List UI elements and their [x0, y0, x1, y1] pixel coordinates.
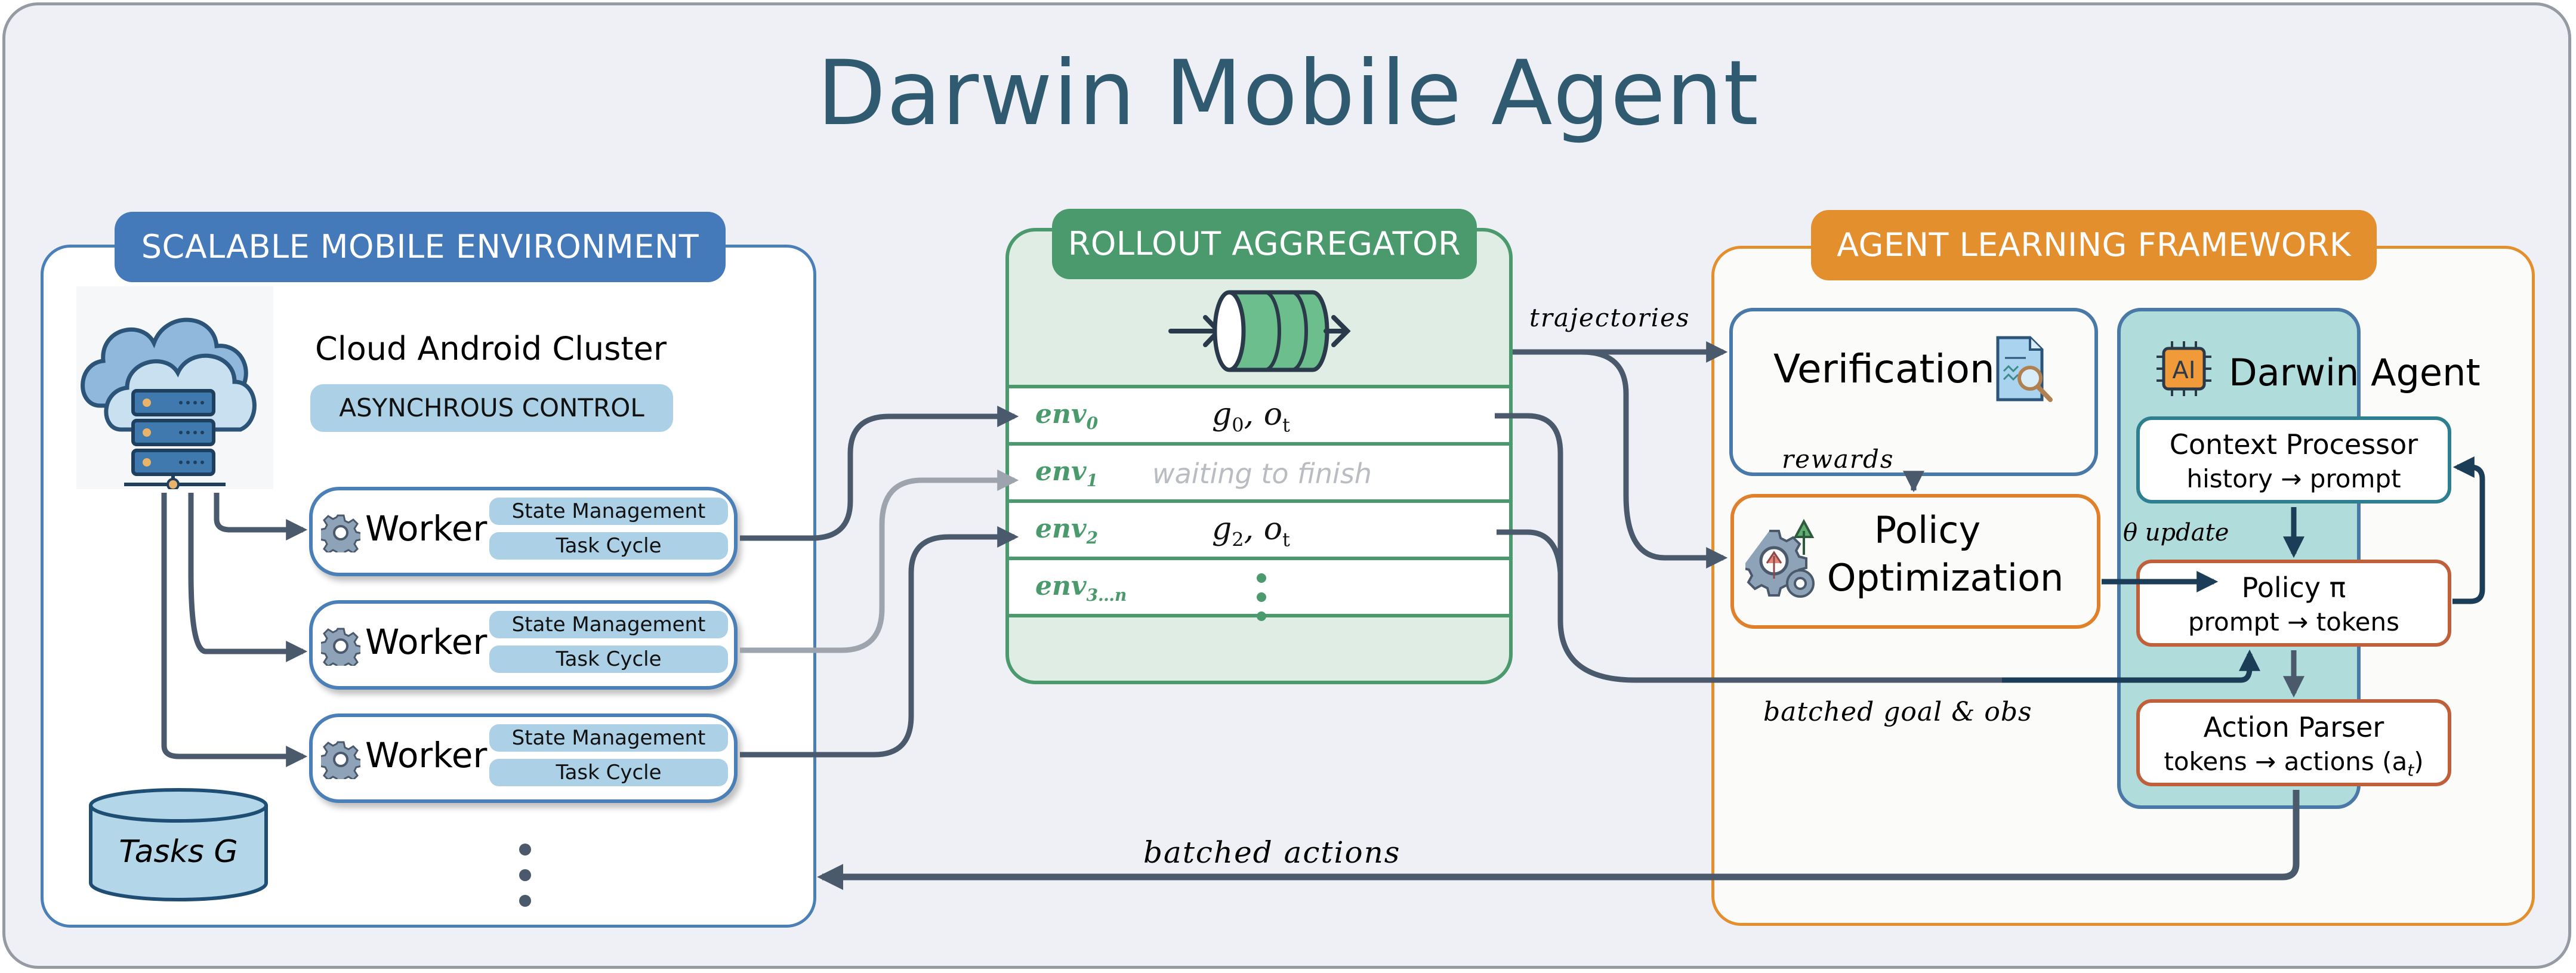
- more-workers-ellipsis-icon: [519, 844, 531, 907]
- policy-optimization-label: Policy: [1874, 508, 1981, 552]
- env-row[interactable]: env2 g2, ot: [1009, 499, 1509, 557]
- env-row[interactable]: env0 g0, ot: [1009, 385, 1509, 442]
- batched-goal-obs-label: batched goal & obs: [1763, 697, 2032, 727]
- asynchronous-control-pill: ASYNCHROUS CONTROL: [310, 384, 673, 432]
- context-processor-title: Context Processor: [2169, 428, 2418, 461]
- state-management-tag: State Management: [489, 498, 728, 525]
- task-cycle-tag: Task Cycle: [489, 759, 728, 786]
- batched-actions-label: batched actions: [1143, 835, 1401, 870]
- policy-title: Policy π: [2241, 572, 2346, 604]
- policy-detail: prompt → tokens: [2188, 607, 2399, 637]
- worker-label: Worker: [365, 508, 488, 549]
- context-processor-box[interactable]: Context Processor history → prompt: [2136, 416, 2451, 504]
- task-cycle-tag: Task Cycle: [489, 532, 728, 560]
- action-parser-title: Action Parser: [2203, 711, 2384, 743]
- trajectories-label: trajectories: [1529, 303, 1690, 332]
- env-goal-obs: g2, ot: [1212, 511, 1290, 551]
- state-management-tag: State Management: [489, 611, 728, 638]
- policy-optimization-label: Optimization: [1827, 556, 2064, 600]
- verification-label: Verification: [1773, 346, 1995, 392]
- learning-framework-badge: AGENT LEARNING FRAMEWORK: [1811, 210, 2377, 280]
- gears-up-arrows-icon: [1745, 518, 1815, 598]
- gear-icon: [321, 514, 360, 552]
- worker-node[interactable]: Worker State Management Task Cycle: [309, 600, 738, 690]
- state-management-tag: State Management: [489, 724, 728, 752]
- svg-text:AI: AI: [2172, 357, 2195, 384]
- cloud-server-icon: [76, 286, 273, 491]
- ai-chip-icon: AI: [2157, 341, 2211, 396]
- aggregator-badge: ROLLOUT AGGREGATOR: [1052, 209, 1477, 279]
- env-name: env0: [1035, 399, 1099, 433]
- environment-badge: SCALABLE MOBILE ENVIRONMENT: [115, 212, 726, 282]
- theta-update-label: θ update: [2123, 519, 2229, 546]
- env-name: env1: [1035, 456, 1099, 490]
- more-envs-ellipsis-icon: [1257, 573, 1266, 621]
- task-cycle-tag: Task Cycle: [489, 645, 728, 673]
- gear-icon: [321, 741, 360, 779]
- rewards-label: rewards: [1782, 444, 1895, 474]
- document-search-icon: [1996, 336, 2053, 402]
- gear-icon: [321, 628, 360, 666]
- env-row[interactable]: env1 waiting to finish: [1009, 442, 1509, 499]
- env-goal-obs: g0, ot: [1212, 397, 1290, 437]
- env-row[interactable]: env3…n: [1009, 557, 1509, 614]
- cluster-title: Cloud Android Cluster: [315, 330, 667, 367]
- context-processor-detail: history → prompt: [2186, 464, 2401, 493]
- policy-box[interactable]: Policy π prompt → tokens: [2136, 560, 2451, 647]
- darwin-agent-title: Darwin Agent: [2229, 351, 2481, 394]
- tasks-database-label: Tasks G: [119, 834, 238, 870]
- env-name: env3…n: [1035, 571, 1127, 605]
- worker-label: Worker: [365, 622, 488, 662]
- env-name: env2: [1035, 514, 1099, 548]
- action-parser-box[interactable]: Action Parser tokens → actions (at): [2136, 699, 2451, 786]
- worker-label: Worker: [365, 735, 488, 776]
- diagram-title: Darwin Mobile Agent: [817, 42, 1759, 146]
- worker-node[interactable]: Worker State Management Task Cycle: [309, 487, 738, 576]
- env-waiting-status: waiting to finish: [1152, 458, 1372, 490]
- database-icon: [89, 788, 268, 901]
- action-parser-detail: tokens → actions (at): [2164, 747, 2424, 780]
- queue-icon: [1168, 290, 1351, 372]
- worker-node[interactable]: Worker State Management Task Cycle: [309, 713, 738, 803]
